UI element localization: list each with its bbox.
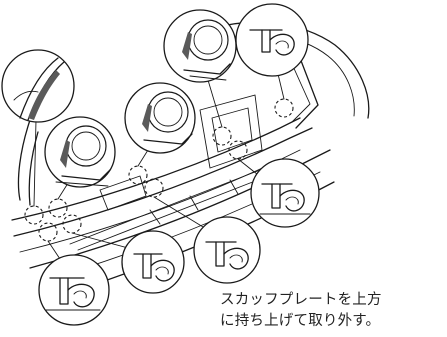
caption-line-1: スカッフプレートを上方	[220, 292, 382, 308]
detail-bubble-clip-top-right	[235, 3, 309, 77]
detail-bubble-pillar	[1, 49, 75, 123]
detail-bubble-clip-bottom-left	[38, 254, 110, 326]
detail-bubble-grommet-left	[44, 116, 116, 188]
clip-location-markers	[24, 98, 294, 242]
detail-bubble-clip-right	[250, 158, 320, 228]
detail-bubble-grommet-top	[163, 9, 237, 83]
detail-bubble-clip-bottom-left-center	[121, 230, 185, 294]
detail-bubble-grommet-center	[124, 82, 196, 154]
caption-line-2: に持ち上げて取り外す。	[220, 313, 381, 329]
instruction-caption: スカッフプレートを上方 に持ち上げて取り外す。	[220, 290, 445, 332]
detail-bubble-clip-bottom-center	[193, 216, 261, 284]
